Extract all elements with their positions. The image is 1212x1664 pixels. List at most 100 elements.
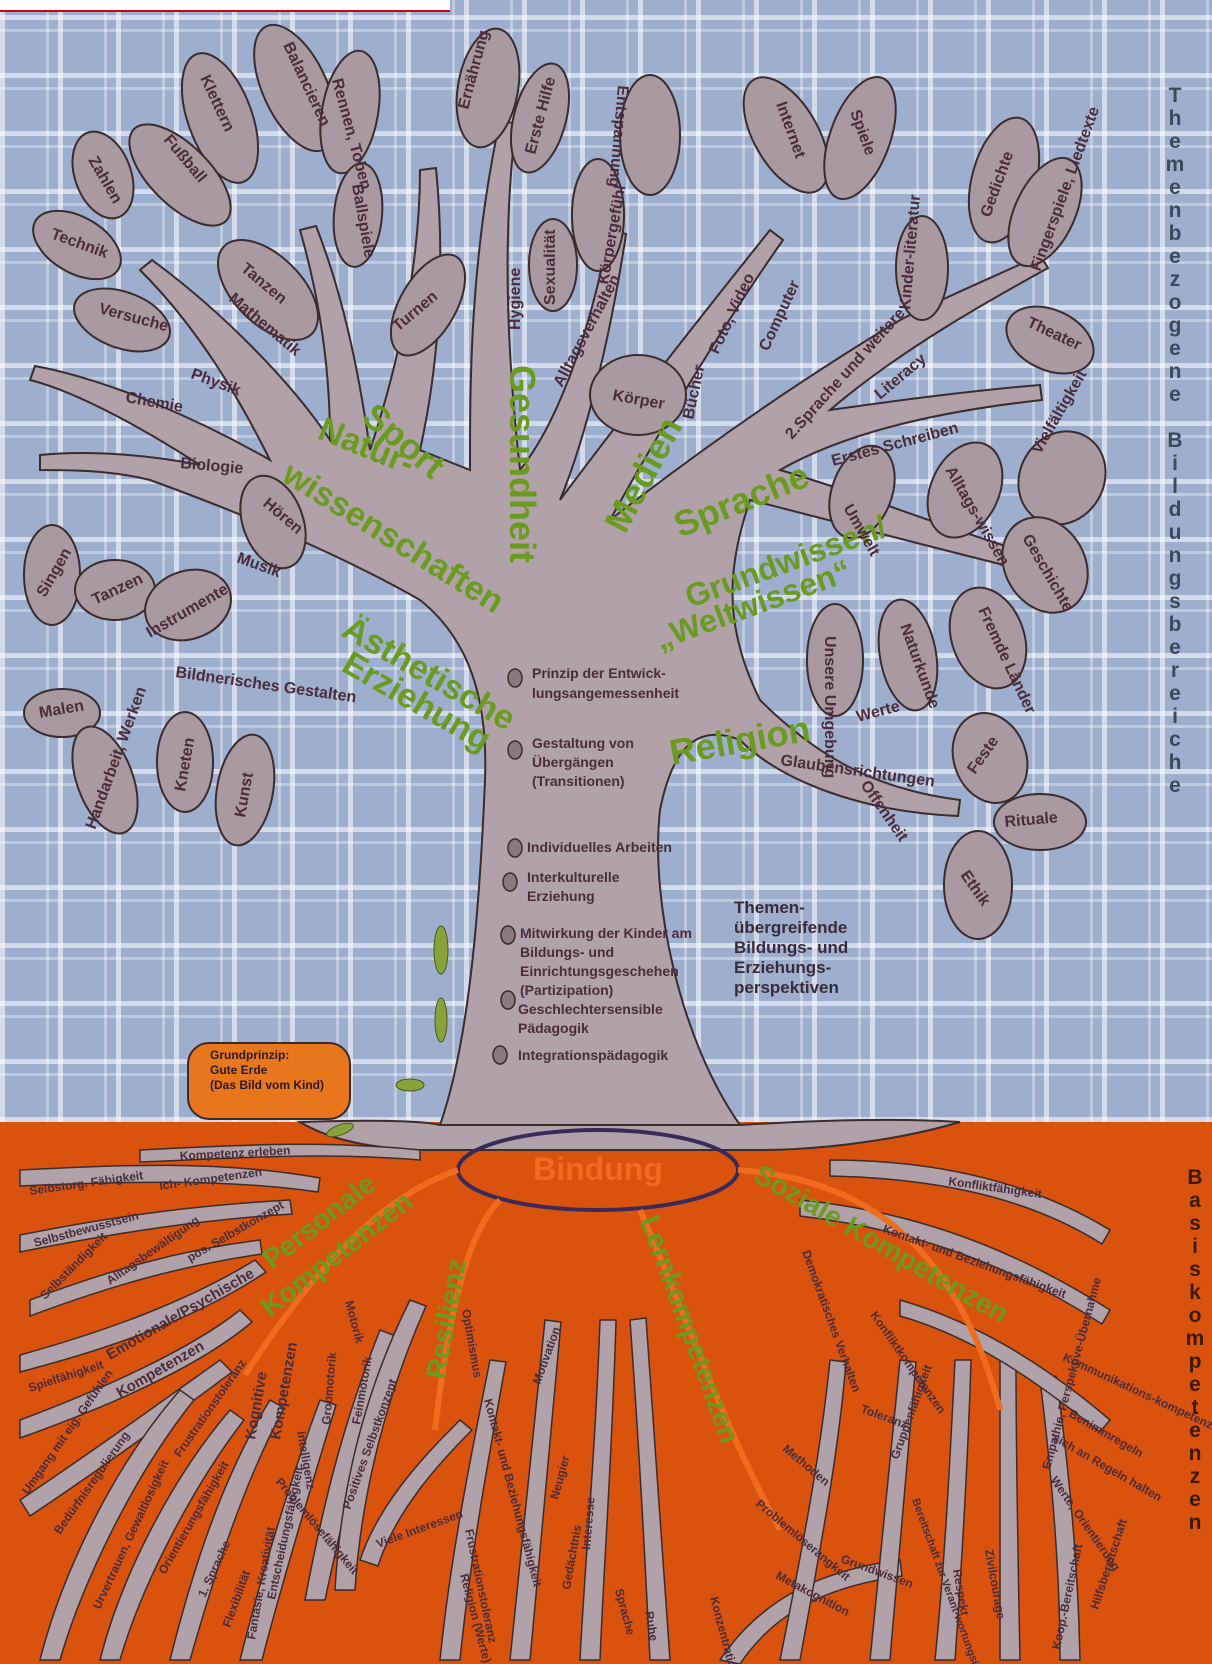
principle-text: Bildungs- und [520, 944, 614, 960]
root-strand [39, 1388, 196, 1661]
grundprinzip-line: Grundprinzip: [210, 1048, 290, 1062]
leaf [877, 598, 939, 712]
leaf [806, 603, 864, 717]
leaf [128, 123, 232, 227]
leaf-label: Biologie [180, 455, 244, 477]
principle-text: Prinzip der Entwick- [532, 665, 666, 681]
root-strand [799, 1199, 1112, 1326]
leaf [895, 215, 949, 321]
principle-text: Erziehung [527, 888, 595, 904]
leaf-label: Hygiene [507, 268, 524, 330]
leaf [1007, 156, 1083, 268]
principle-text: lungsangemessenheit [532, 685, 679, 701]
side-letter: B [1167, 429, 1183, 452]
leaf [1005, 305, 1095, 375]
principle-text: (Partizipation) [520, 982, 613, 998]
perspectives-caption: Themen- übergreifende Bildungs- und Erzi… [734, 898, 848, 998]
leaf [993, 793, 1087, 851]
leaf [455, 27, 521, 149]
root-strand [334, 1299, 428, 1591]
leaf [742, 76, 830, 194]
root-strand [779, 1359, 847, 1661]
leaf [943, 830, 1013, 940]
root-label: Sprache [612, 1587, 638, 1637]
principle-text: Mitwirkung der Kinder am [520, 925, 692, 941]
leaf [156, 711, 214, 813]
leaf-label: Unsere Umgebung [821, 636, 838, 778]
side-letter: o [1188, 1304, 1202, 1327]
principle-text: Pädagogik [518, 1020, 589, 1036]
knot [492, 1045, 508, 1065]
leaf [389, 253, 467, 357]
side-letter: k [1189, 1281, 1201, 1304]
leaf [23, 688, 101, 738]
trunk [28, 118, 1052, 1126]
leaf [823, 75, 897, 201]
knot [507, 740, 523, 760]
grundprinzip-text: Grundprinzip: Gute Erde (Das Bild vom Ki… [210, 1048, 340, 1093]
grundprinzip-line: (Das Bild vom Kind) [210, 1078, 325, 1092]
side-letter: e [1169, 682, 1181, 705]
leaf [217, 239, 319, 341]
leaf [214, 733, 276, 847]
principle-text: Interkulturelle [527, 869, 620, 885]
trunk-knots [492, 668, 523, 1065]
side-letter: B [1187, 1166, 1203, 1189]
side-letter: s [1189, 1258, 1201, 1281]
root-strand [239, 1399, 337, 1661]
side-letter: c [1169, 728, 1181, 751]
leaf [926, 441, 1004, 539]
knot [500, 990, 516, 1010]
leaf-label: Sexualität [542, 229, 559, 305]
root-strand [829, 1159, 1112, 1246]
leaf [589, 354, 687, 436]
bindung-label: Bindung [533, 1151, 663, 1187]
leaf [528, 218, 578, 312]
side-letter: i [1192, 1235, 1198, 1258]
side-letter: s [1169, 590, 1181, 613]
side-letter: z [1169, 268, 1181, 291]
root-strand [439, 1359, 507, 1661]
root-label: Kompetenzen [267, 1341, 301, 1441]
leaf [239, 474, 307, 570]
principle-text: Übergängen [532, 754, 614, 770]
connector-personale [242, 1167, 459, 1377]
side-letter: e [1169, 636, 1181, 659]
side-letter: n [1168, 199, 1182, 222]
caterpillar [433, 925, 449, 975]
side-letter: b [1168, 613, 1182, 636]
side-letter: h [1168, 751, 1182, 774]
perspectives-line: Erziehungs- [734, 958, 832, 977]
side-letter: i [1172, 452, 1178, 475]
caterpillars [326, 925, 449, 1138]
trunk-and-branches [28, 118, 1052, 1151]
root-strand [934, 1359, 972, 1661]
side-letter: m [1165, 153, 1185, 176]
root-strand [139, 1143, 421, 1163]
side-letter: u [1168, 521, 1182, 544]
domain-gesundheit: Gesundheit [502, 365, 543, 563]
leaf [948, 586, 1028, 690]
side-letter: g [1168, 314, 1182, 337]
root-label: Motorik [342, 1299, 367, 1345]
root-strand [509, 1319, 562, 1661]
leaves [23, 23, 1107, 940]
principle-text: Integrationspädagogik [518, 1047, 668, 1063]
side-letter: e [1189, 1419, 1201, 1442]
side-letter: t [1191, 1396, 1199, 1419]
side-letter: n [1188, 1511, 1202, 1534]
root-labels: Kompetenz erleben Selbstorg. Fähigkeit I… [19, 1143, 1212, 1664]
root-strand [579, 1319, 617, 1661]
root-strand [869, 1359, 917, 1661]
side-letter: l [1172, 475, 1178, 498]
perspectives-line: perspektiven [734, 978, 839, 997]
leaf [144, 568, 232, 642]
side-letter [1160, 406, 1190, 429]
root-crown [296, 1118, 961, 1151]
side-letter: s [1189, 1212, 1201, 1235]
leaf [71, 130, 135, 220]
